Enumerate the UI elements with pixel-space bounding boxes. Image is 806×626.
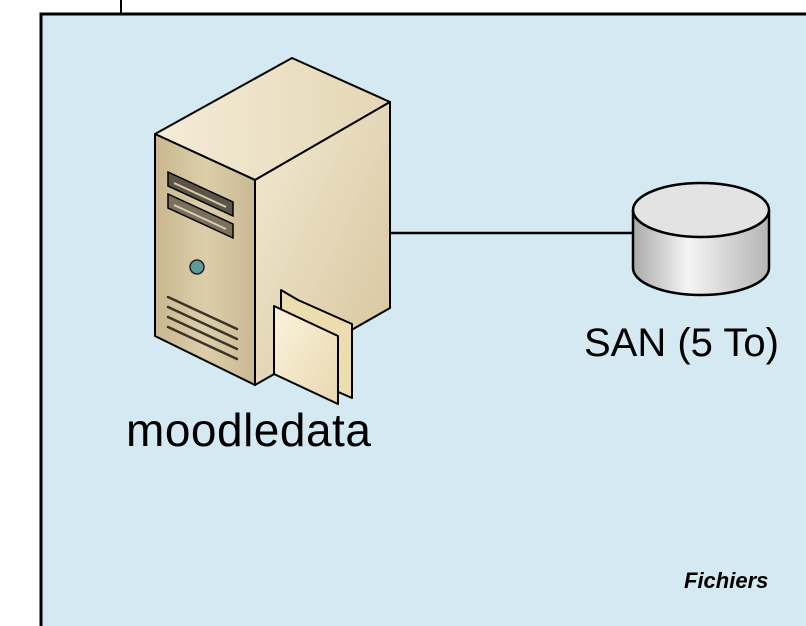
drive-bay-icon xyxy=(167,170,234,240)
server-label: moodledata xyxy=(126,404,372,456)
folder-icon xyxy=(273,289,353,405)
storage-label: SAN (5 To) xyxy=(584,321,779,365)
zone-title: Fichiers xyxy=(684,568,769,593)
power-led-icon xyxy=(189,259,205,275)
vent-lines xyxy=(166,295,239,361)
database-cylinder-icon xyxy=(631,181,771,297)
